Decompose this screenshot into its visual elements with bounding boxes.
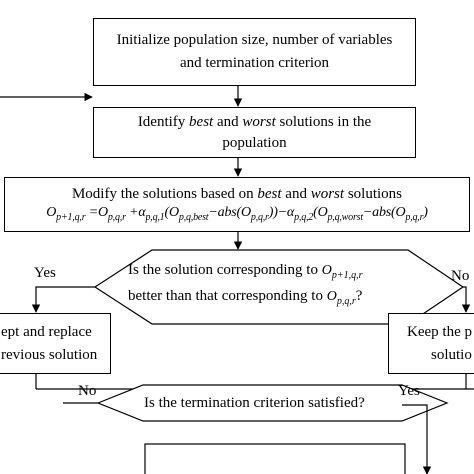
keep-box: Keep the p solutio: [388, 313, 474, 374]
termination-question: Is the termination criterion satisfied?: [144, 395, 365, 411]
label-no-termination: No: [78, 383, 97, 399]
modify-line1: Modify the solutions based on best and w…: [71, 186, 403, 203]
identify-line2: population: [222, 134, 287, 151]
label-yes-compare: Yes: [34, 265, 56, 281]
arrow-term-yes: [402, 404, 432, 474]
keep-line2: solutio: [431, 346, 472, 363]
label-no-compare: No: [451, 268, 470, 284]
arrow-no-branch: [461, 286, 471, 313]
keep-line1: Keep the p: [407, 324, 472, 340]
modify-box: Modify the solutions based on best and w…: [4, 177, 470, 232]
accept-box: ept and replace revious solution: [0, 313, 111, 374]
init-line2: and termination criterion: [179, 55, 330, 71]
final-box-edge: [144, 443, 406, 474]
label-yes-termination: Yes: [398, 383, 420, 399]
identify-box: Identify best and worst solutions in the…: [93, 107, 416, 158]
init-box: Initialize population size, number of va…: [93, 18, 416, 86]
accept-line1: ept and replace: [1, 324, 92, 340]
accept-line2: revious solution: [1, 346, 98, 363]
compare-question-line1: Is the solution corresponding to Op+1,q,…: [128, 262, 363, 281]
update-equation: Op+1,q,r =Op,q,r +αp,q,1(Op,q,best−abs(O…: [46, 205, 428, 224]
identify-line1: Identify best and worst solutions in the: [137, 113, 372, 130]
decision-termination-shape: [96, 384, 449, 422]
compare-question-line2: better than that corresponding to Op,q,r…: [128, 288, 363, 307]
init-line1: Initialize population size, number of va…: [116, 31, 393, 48]
arrow-yes-branch: [31, 286, 95, 313]
